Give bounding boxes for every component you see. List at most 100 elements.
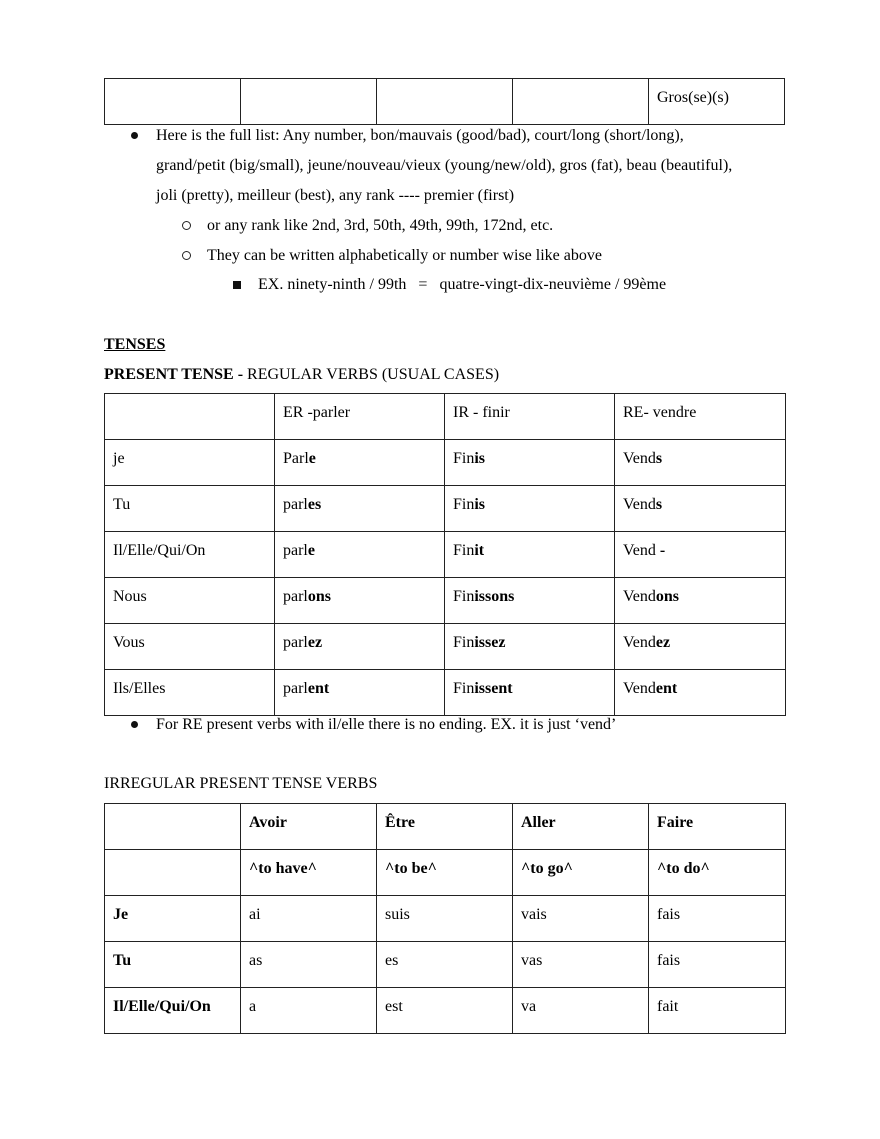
pronoun-cell: Il/Elle/Qui/On (104, 987, 241, 1034)
ir-cell: Finit (444, 531, 615, 578)
ending: ons (655, 588, 680, 605)
ending: issent (474, 680, 513, 697)
verb-cell: est (376, 987, 513, 1034)
table-cell (240, 78, 377, 125)
header-cell: RE- vendre (614, 393, 786, 440)
stem: Vend (623, 588, 656, 605)
hollow-bullet-icon (182, 251, 191, 260)
translation-row: ^to have^ ^to be^ ^to go^ ^to do^ (104, 849, 786, 896)
stem: Vend (623, 496, 656, 513)
ending: e (308, 450, 316, 467)
ending: it (474, 542, 485, 559)
translation-cell: ^to be^ (376, 849, 513, 896)
pronoun-cell: je (104, 439, 275, 486)
bullet-dot-icon (131, 721, 138, 728)
ending: issez (474, 634, 506, 651)
verb-cell: ai (240, 895, 377, 942)
header-cell: Être (376, 803, 513, 850)
ir-cell: Finissent (444, 669, 615, 716)
header-cell: Avoir (240, 803, 377, 850)
translation-cell: ^to do^ (648, 849, 786, 896)
translation-cell: ^to go^ (512, 849, 649, 896)
ending: - (659, 542, 666, 559)
table-row: Il/Elle/Qui/On parle Finit Vend - (104, 531, 786, 578)
stem: parl (283, 542, 308, 559)
table-cell (104, 78, 241, 125)
stem: Fin (453, 542, 475, 559)
header-cell: IR - finir (444, 393, 615, 440)
sub-bullet-text: They can be written alphabetically or nu… (207, 247, 602, 264)
re-cell: Vendent (614, 669, 786, 716)
table-header-row: ER -parler IR - finir RE- vendre (104, 393, 786, 440)
translation-cell: ^to have^ (240, 849, 377, 896)
stem: Fin (453, 450, 475, 467)
er-cell: parlent (274, 669, 445, 716)
pronoun-cell: Je (104, 895, 241, 942)
header-cell: Aller (512, 803, 649, 850)
stem: parl (283, 634, 308, 651)
verb-cell: fait (648, 987, 786, 1034)
table-row: je Parle Finis Vends (104, 439, 786, 486)
pronoun-cell: Nous (104, 577, 275, 624)
stem: parl (283, 588, 308, 605)
ending: ent (307, 680, 330, 697)
table-row: Tu as es vas fais (104, 941, 786, 988)
ir-cell: Finissez (444, 623, 615, 670)
table-row: Gros(se)(s) (104, 78, 785, 125)
sub-bullet-text: or any rank like 2nd, 3rd, 50th, 49th, 9… (207, 217, 554, 234)
header-cell: ER -parler (274, 393, 445, 440)
stem: Vend (623, 542, 660, 559)
re-cell: Vends (614, 485, 786, 532)
verb-cell: es (376, 941, 513, 988)
re-cell: Vendons (614, 577, 786, 624)
ending: ez (307, 634, 323, 651)
present-tense-heading: PRESENT TENSE - REGULAR VERBS (USUAL CAS… (104, 366, 499, 384)
table-row: Je ai suis vais fais (104, 895, 786, 942)
adjectives-table-fragment: Gros(se)(s) (104, 78, 785, 125)
ending: ent (655, 680, 678, 697)
pronoun-cell: Ils/Elles (104, 669, 275, 716)
re-cell: Vendez (614, 623, 786, 670)
verb-cell: a (240, 987, 377, 1034)
table-cell: Gros(se)(s) (648, 78, 785, 125)
ending: e (307, 542, 315, 559)
ending: s (655, 496, 663, 513)
verb-cell: vais (512, 895, 649, 942)
square-bullet-icon (233, 281, 241, 289)
bullet-text-line: joli (pretty), meilleur (best), any rank… (156, 187, 515, 204)
re-verbs-note: For RE present verbs with il/elle there … (156, 716, 617, 733)
header-cell (104, 393, 275, 440)
table-row: Il/Elle/Qui/On a est va fait (104, 987, 786, 1034)
ending: is (474, 450, 486, 467)
stem: Parl (283, 450, 309, 467)
er-cell: parlons (274, 577, 445, 624)
stem: Vend (623, 680, 656, 697)
hollow-bullet-icon (182, 221, 191, 230)
verb-cell: fais (648, 941, 786, 988)
translation-cell (104, 849, 241, 896)
bullet-text-line: grand/petit (big/small), jeune/nouveau/v… (156, 157, 733, 174)
stem: Fin (453, 634, 475, 651)
table-header-row: Avoir Être Aller Faire (104, 803, 786, 850)
verb-cell: vas (512, 941, 649, 988)
stem: parl (283, 680, 308, 697)
ending: ez (655, 634, 671, 651)
ending: is (474, 496, 486, 513)
irregular-heading: IRREGULAR PRESENT TENSE VERBS (104, 775, 378, 792)
pronoun-cell: Il/Elle/Qui/On (104, 531, 275, 578)
pronoun-cell: Tu (104, 941, 241, 988)
pronoun-cell: Vous (104, 623, 275, 670)
header-cell: Faire (648, 803, 786, 850)
er-cell: parles (274, 485, 445, 532)
irregular-verbs-table: Avoir Être Aller Faire ^to have^ ^to be^… (104, 803, 786, 1034)
present-tense-label: PRESENT TENSE - (104, 366, 244, 383)
table-row: Nous parlons Finissons Vendons (104, 577, 786, 624)
ending: issons (474, 588, 515, 605)
table-row: Tu parles Finis Vends (104, 485, 786, 532)
ir-cell: Finis (444, 485, 615, 532)
stem: Fin (453, 588, 475, 605)
re-cell: Vends (614, 439, 786, 486)
ending: s (655, 450, 663, 467)
table-cell (512, 78, 649, 125)
